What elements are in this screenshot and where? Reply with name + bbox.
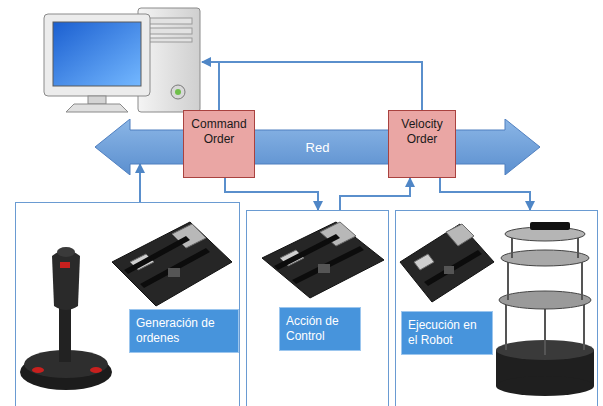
stage-label: Generación de ordenes [136, 316, 232, 346]
feedback-line [218, 62, 220, 110]
flow-arrow [139, 164, 141, 202]
order-label: Velocity Order [393, 117, 451, 147]
stage-panel: Acción de Control [246, 210, 389, 406]
network-arrow: Red [95, 119, 540, 175]
stage-panel: Ejecución en el Robot [395, 210, 598, 406]
stage-panel: Generación de ordenes [15, 202, 240, 406]
stage-label: Ejecución en el Robot [408, 318, 486, 348]
joystick-icon [20, 247, 112, 390]
label-box: Generación de ordenes [129, 309, 239, 353]
feedback-line [202, 62, 422, 110]
board-icon [262, 222, 384, 298]
label-box: Ejecución en el Robot [401, 311, 493, 355]
stage-label: Acción de Control [286, 314, 354, 344]
board-icon [112, 222, 232, 306]
order-box: Velocity Order [388, 110, 456, 178]
order-label: Command Order [188, 117, 250, 147]
order-box: Command Order [183, 110, 255, 178]
label-box: Acción de Control [279, 307, 361, 351]
computer-icon [44, 8, 200, 112]
robot-icon [496, 222, 594, 396]
flow-arrow [440, 178, 530, 210]
network-label: Red [306, 140, 330, 155]
flow-arrow [225, 178, 318, 210]
board-icon [400, 224, 494, 302]
flow-arrow [340, 178, 410, 210]
